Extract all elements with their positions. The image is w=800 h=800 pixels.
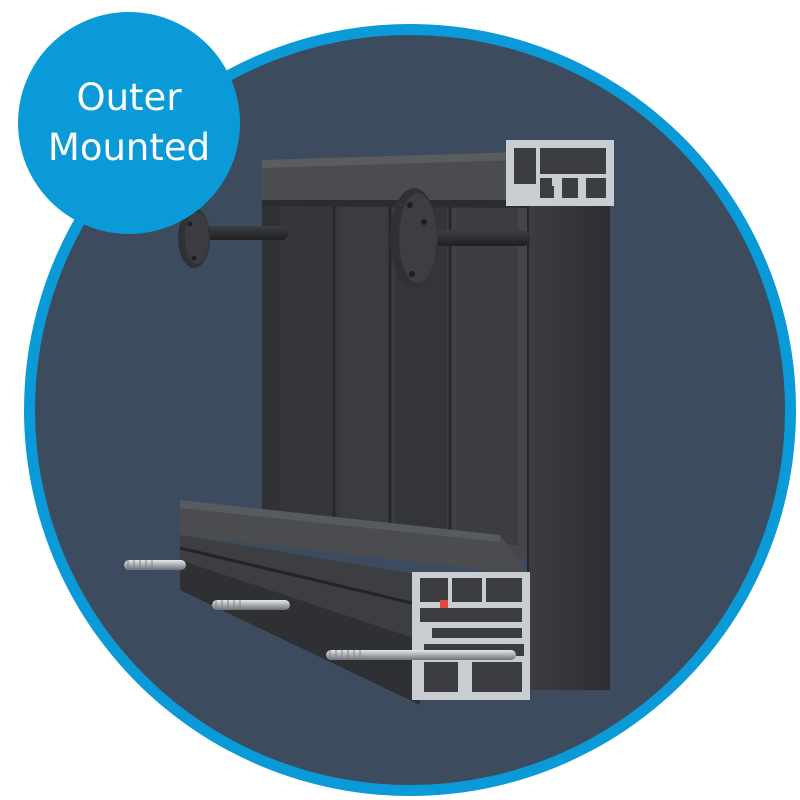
wall-bracket-right [390, 188, 530, 288]
anchor-rod-1 [124, 560, 186, 570]
bottom-sill [179, 500, 530, 705]
top-rail [262, 152, 530, 208]
anchor-rod-2 [212, 600, 290, 610]
wall-bracket-left [178, 208, 288, 268]
outer-mounted-badge: Outer Mounted [18, 12, 240, 234]
badge-line-1: Outer [76, 76, 182, 119]
anchor-rod-3 [326, 650, 516, 660]
top-aluminium-section [506, 140, 614, 206]
badge-line-2: Mounted [47, 126, 211, 169]
side-panel [527, 200, 610, 690]
bottom-aluminium-section [412, 572, 530, 700]
